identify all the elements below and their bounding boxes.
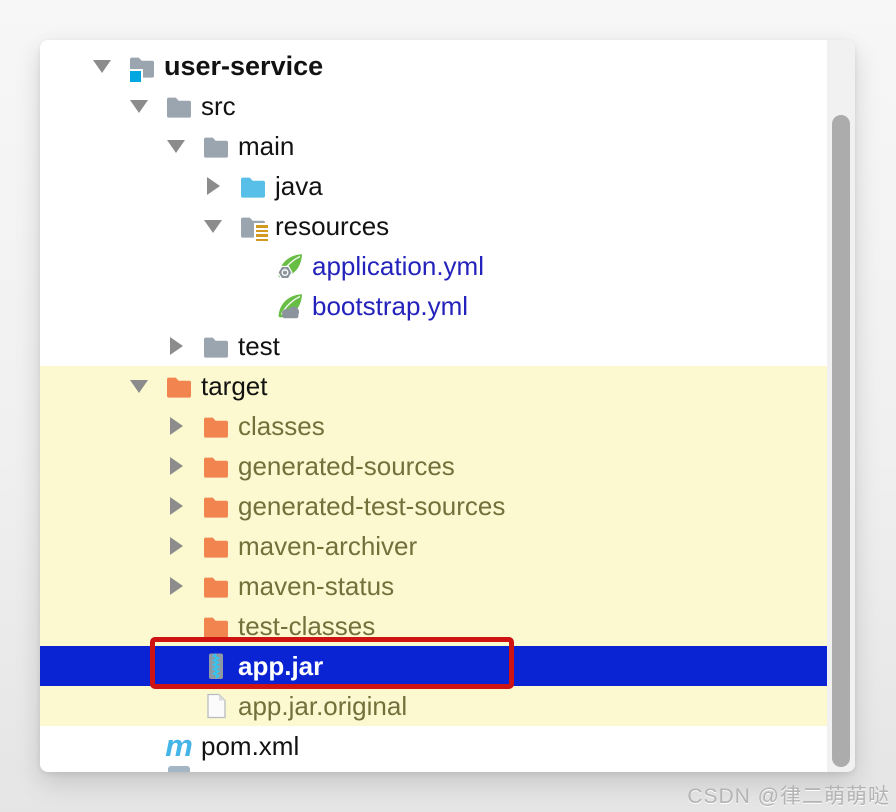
chevron-right-icon[interactable] — [164, 446, 188, 486]
tree-item-user-service[interactable]: user-service — [40, 46, 827, 86]
tree-item-src[interactable]: src — [40, 86, 827, 126]
partially-visible-icon — [168, 766, 190, 772]
project-folder-icon — [127, 51, 157, 82]
resources-folder-icon — [238, 211, 270, 243]
project-tree-panel: user-service src main java — [40, 40, 855, 772]
folder-excluded-icon — [201, 451, 231, 481]
source-folder-icon — [238, 171, 268, 201]
tree-item-pom-xml[interactable]: m pom.xml — [40, 726, 827, 766]
scrollbar[interactable] — [827, 40, 855, 772]
tree-item-main[interactable]: main — [40, 126, 827, 166]
chevron-spacer — [164, 686, 188, 726]
folder-excluded-icon — [201, 491, 231, 521]
chevron-right-icon[interactable] — [164, 486, 188, 526]
chevron-spacer — [127, 726, 151, 766]
chevron-spacer — [238, 286, 262, 326]
file-icon — [201, 691, 231, 721]
maven-icon: m — [165, 728, 193, 763]
tree-item-app-jar-original[interactable]: app.jar.original — [40, 686, 827, 726]
folder-icon — [201, 131, 231, 161]
folder-icon — [164, 91, 194, 121]
chevron-right-icon[interactable] — [164, 326, 188, 366]
chevron-down-icon[interactable] — [127, 86, 151, 126]
tree-item-maven-archiver[interactable]: maven-archiver — [40, 526, 827, 566]
tree-item-maven-status[interactable]: maven-status — [40, 566, 827, 606]
chevron-right-icon[interactable] — [164, 566, 188, 606]
chevron-down-icon[interactable] — [164, 126, 188, 166]
folder-excluded-icon — [164, 371, 194, 401]
chevron-down-icon[interactable] — [201, 206, 225, 246]
spring-boot-config-icon — [275, 251, 305, 281]
spring-cloud-config-icon — [275, 291, 305, 321]
tree-item-resources[interactable]: resources — [40, 206, 827, 246]
folder-excluded-icon — [201, 531, 231, 561]
tree-item-generated-test-sources[interactable]: generated-test-sources — [40, 486, 827, 526]
tree-item-generated-sources[interactable]: generated-sources — [40, 446, 827, 486]
watermark: CSDN @律二萌萌哒 — [687, 785, 890, 808]
chevron-right-icon[interactable] — [201, 166, 225, 206]
tree-item-java[interactable]: java — [40, 166, 827, 206]
chevron-spacer — [238, 246, 262, 286]
project-badge-icon — [130, 71, 141, 82]
chevron-down-icon[interactable] — [127, 366, 151, 406]
tree-item-app-jar[interactable]: app.jar — [40, 646, 827, 686]
tree-item-classes[interactable]: classes — [40, 406, 827, 446]
tree-item-target[interactable]: target — [40, 366, 827, 406]
resources-badge-icon — [254, 223, 270, 243]
tree-item-bootstrap-yml[interactable]: bootstrap.yml — [40, 286, 827, 326]
folder-excluded-icon — [201, 571, 231, 601]
project-file-tree: user-service src main java — [40, 46, 827, 766]
annotation-red-box — [150, 637, 514, 689]
chevron-right-icon[interactable] — [164, 406, 188, 446]
tree-item-application-yml[interactable]: application.yml — [40, 246, 827, 286]
tree-item-test[interactable]: test — [40, 326, 827, 366]
folder-icon — [201, 331, 231, 361]
folder-excluded-icon — [201, 411, 231, 441]
scrollbar-thumb[interactable] — [832, 115, 850, 767]
chevron-right-icon[interactable] — [164, 526, 188, 566]
chevron-down-icon[interactable] — [90, 46, 114, 86]
